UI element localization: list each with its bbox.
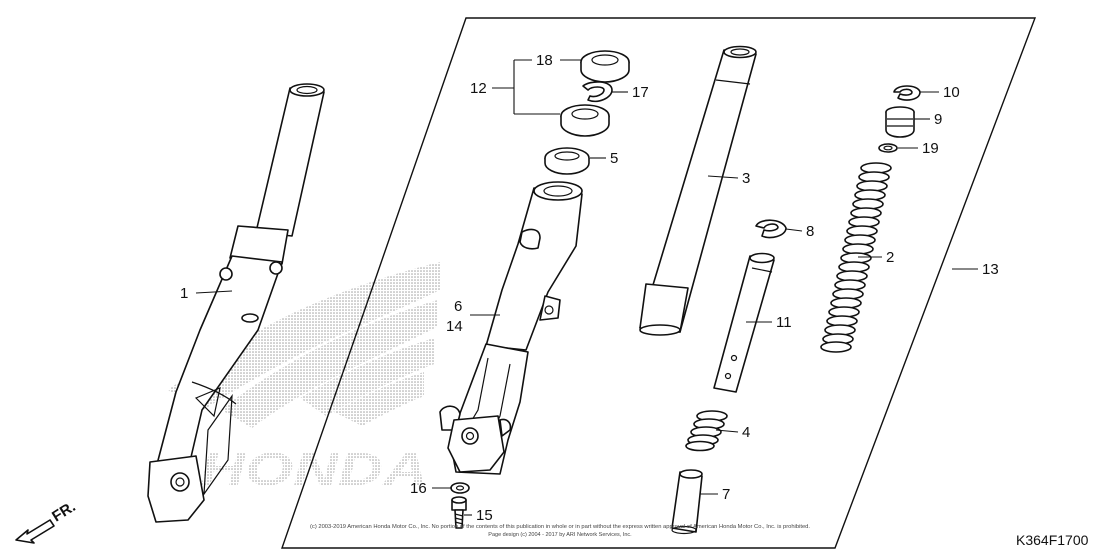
callout-18: 18 (536, 52, 553, 69)
callout-16: 16 (410, 480, 427, 497)
part-18-dust-seal (580, 50, 630, 83)
part-11-fork-piston (713, 252, 775, 393)
callout-1: 1 (180, 285, 188, 302)
part-3-fork-pipe (639, 45, 757, 336)
callout-14: 14 (446, 318, 463, 335)
callout-7: 7 (722, 486, 730, 503)
part-19-o-ring (878, 143, 898, 153)
callout-labels: 1 2 3 4 5 6 7 8 9 10 11 12 13 14 15 16 1… (180, 52, 999, 524)
part-1-fork-assembly (147, 83, 325, 523)
part-7-oil-lock-piece (671, 469, 703, 535)
callout-13: 13 (982, 261, 999, 278)
callout-11: 11 (776, 314, 792, 331)
callout-8: 8 (806, 223, 814, 240)
callout-12: 12 (470, 80, 487, 97)
part-2-fork-spring (820, 162, 892, 353)
honda-wing-watermark: HONDA (168, 262, 440, 495)
front-arrow-icon (15, 519, 55, 544)
callout-10: 10 (943, 84, 960, 101)
front-label: FR. (49, 498, 79, 525)
callout-6: 6 (454, 298, 462, 315)
part-6-bottom-case (439, 181, 583, 475)
front-direction-indicator: FR. (15, 498, 79, 544)
part-4-rebound-spring (685, 410, 728, 452)
callout-9: 9 (934, 111, 942, 128)
part-5-backup-ring (544, 147, 590, 175)
callout-2: 2 (886, 249, 894, 266)
part-15-socket-bolt (451, 496, 467, 529)
assembly-group-outline (281, 17, 1037, 549)
part-9-spring-collar (885, 106, 915, 138)
callout-4: 4 (742, 424, 750, 441)
callout-3: 3 (742, 170, 750, 187)
copyright-line-2: Page design (c) 2004 - 2017 by ARI Netwo… (488, 532, 632, 538)
diagram-code: K364F1700 (1016, 532, 1089, 548)
callout-5: 5 (610, 150, 618, 167)
honda-watermark-text: HONDA (200, 443, 428, 495)
callout-19: 19 (922, 140, 939, 157)
part-8-piston-ring (755, 219, 787, 239)
part-16-washer (450, 482, 470, 494)
part-17-stopper-ring (582, 81, 613, 103)
callout-17: 17 (632, 84, 649, 101)
copyright-line-1: (c) 2003-2019 American Honda Motor Co., … (310, 524, 810, 530)
part-12-oil-seal (560, 104, 610, 137)
part-10-circlip (893, 85, 921, 101)
leader-lines (195, 59, 978, 516)
callout-15: 15 (476, 507, 493, 524)
